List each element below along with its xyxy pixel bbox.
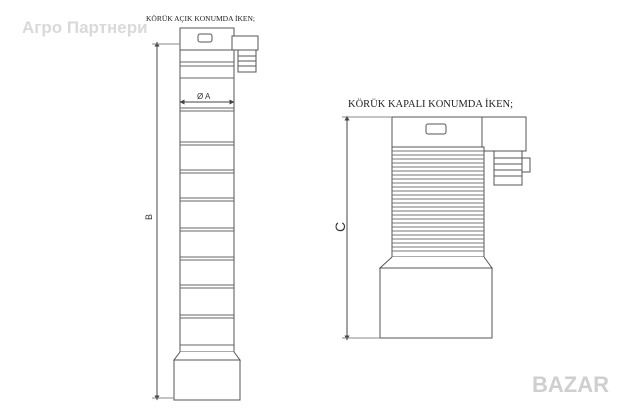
closed-motor-housing [481, 116, 527, 152]
closed-base-cylinder [379, 267, 493, 339]
closed-drawing-title: KÖRÜK KAPALI KONUMDA İKEN; [348, 98, 513, 110]
bazar-logo: BAZAR [532, 372, 609, 397]
closed-head-window [425, 123, 447, 135]
open-head-box [179, 27, 235, 51]
closed-bellows-drawing [342, 115, 531, 341]
closed-head-box [391, 116, 485, 148]
watermark-text: Агро Партнери [22, 18, 148, 37]
open-base-cylinder [173, 359, 241, 401]
diameter-a-label: Ø A [197, 92, 211, 101]
open-head-window [197, 33, 213, 43]
open-skirt [173, 351, 241, 361]
height-c-label: C [332, 222, 348, 232]
closed-skirt [378, 256, 493, 269]
open-bellows-drawing [152, 27, 259, 401]
open-motor-mount [231, 35, 259, 51]
height-b-label: B [144, 214, 154, 220]
closed-motor [493, 150, 523, 186]
open-drawing-title: KÖRÜK AÇIK KONUMDA İKEN; [146, 14, 255, 23]
